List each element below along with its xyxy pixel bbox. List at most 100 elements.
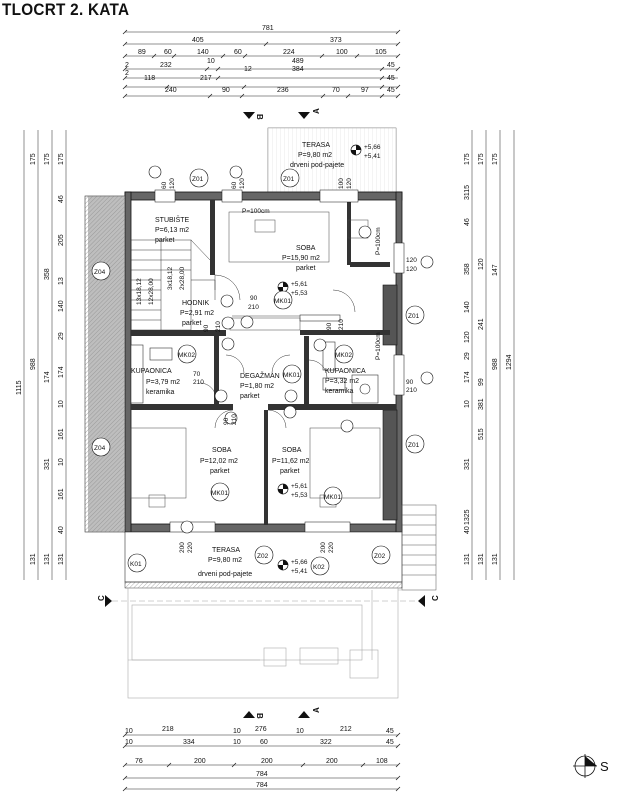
tag-z01: Z01: [192, 176, 204, 183]
dim-right: 1294: [506, 354, 513, 370]
section-marker-c-left: C: [97, 595, 112, 607]
tag-mk02: MK02: [178, 352, 195, 359]
dim-top-right-half: 373: [330, 37, 342, 44]
svg-text:90: 90: [223, 417, 230, 425]
svg-text:90: 90: [203, 324, 210, 332]
tag-z04: Z04: [94, 445, 106, 452]
svg-text:P=1,80 m2: P=1,80 m2: [240, 383, 274, 390]
dim-top-seg: 2: [125, 62, 129, 69]
svg-text:+5,41: +5,41: [364, 153, 381, 160]
dim-top-seg: 45: [387, 75, 395, 82]
section-marker-a-bottom: A: [298, 707, 321, 718]
svg-text:+5,66: +5,66: [364, 144, 381, 151]
dim-left: 175: [44, 153, 51, 165]
svg-text:P=9,80 m2: P=9,80 m2: [298, 152, 332, 159]
svg-text:120: 120: [406, 266, 417, 273]
compass-label: S: [600, 759, 609, 774]
svg-text:210: 210: [248, 304, 259, 311]
dim-right: 29: [464, 352, 471, 360]
dim-right: 515: [478, 428, 485, 440]
section-marker-c-right: C: [418, 595, 440, 607]
svg-text:parket: parket: [155, 237, 175, 244]
dim-bottom: 45: [386, 728, 394, 735]
dim-left: 358: [44, 268, 51, 280]
dim-bottom: 784: [256, 782, 268, 789]
dim-right: 1325: [464, 509, 471, 525]
ground-floor-outline: [127, 587, 420, 699]
parapet-note: P=100cm: [375, 227, 382, 255]
left-dimension-chain: [23, 130, 67, 580]
svg-text:parket: parket: [296, 265, 316, 272]
tag-z04: Z04: [94, 269, 106, 276]
stair-note: 13x18,12: [136, 278, 143, 305]
tag-k01: K01: [130, 561, 142, 568]
svg-text:+5,61: +5,61: [291, 281, 308, 288]
svg-text:60: 60: [161, 181, 168, 189]
dim-left: 331: [44, 458, 51, 470]
dim-left: 131: [44, 553, 51, 565]
terrace-stairs-right: [401, 504, 437, 591]
svg-text:90: 90: [326, 322, 333, 330]
room-soba-southwest: SOBA P=12,02 m2 parket: [200, 447, 238, 475]
svg-text:220: 220: [328, 542, 335, 553]
dim-left: 10: [58, 458, 65, 466]
svg-text:210: 210: [215, 321, 222, 332]
dim-right: 174: [464, 371, 471, 383]
room-terasa-north: TERASA P=9,80 m2 drveni pod-pajete: [290, 142, 344, 169]
dim-left: 1115: [16, 380, 23, 395]
svg-text:drveni pod-pajete: drveni pod-pajete: [290, 162, 344, 169]
dim-left: 46: [58, 195, 65, 203]
dim-left: 131: [58, 553, 65, 565]
svg-text:STUBIŠTE: STUBIŠTE: [155, 215, 190, 224]
dim-right: 241: [478, 318, 485, 330]
svg-text:+5,53: +5,53: [291, 290, 308, 297]
section-marker-a-top: A: [298, 108, 321, 119]
dim-top-seg: 240: [165, 87, 177, 94]
tag-mk01: MK01: [283, 372, 300, 379]
dim-top-seg: 45: [387, 62, 395, 69]
tag-z01: Z01: [408, 442, 420, 449]
dim-top-seg: 217: [200, 75, 212, 82]
svg-text:P=11,62 m2: P=11,62 m2: [272, 458, 310, 465]
svg-text:parket: parket: [210, 468, 230, 475]
svg-text:+5,66: +5,66: [291, 559, 308, 566]
svg-text:DEGAŽMAN: DEGAŽMAN: [240, 371, 280, 380]
dim-top-seg: 232: [160, 62, 172, 69]
dim-right: 175: [478, 153, 485, 165]
opening-tags: [91, 165, 434, 576]
opening-dimension-labels: 60 120 60 120 100 120 90 210 90 210 70 2…: [161, 178, 417, 553]
room-kupaonica-east: KUPAONICA P=3,32 m2 keramika: [325, 368, 366, 395]
room-stubiste: STUBIŠTE P=6,13 m2 parket: [155, 215, 190, 244]
parapet-note: P=100cm: [375, 332, 382, 360]
svg-text:P=9,80 m2: P=9,80 m2: [208, 557, 242, 564]
dim-bottom: 200: [261, 758, 273, 765]
svg-text:HODNIK: HODNIK: [182, 300, 210, 307]
svg-text:B: B: [255, 713, 264, 719]
tag-mk01: MK01: [324, 494, 341, 501]
dim-left: 988: [30, 358, 37, 370]
dim-top-seg: 2: [125, 70, 129, 77]
dim-bottom: 10: [125, 728, 133, 735]
dim-right: 147: [492, 264, 499, 276]
dim-left: 40: [58, 526, 65, 534]
dim-bottom: 200: [326, 758, 338, 765]
dim-top-seg: 140: [197, 49, 209, 56]
dim-top-seg: 118: [144, 75, 155, 82]
dim-bottom: 10: [233, 728, 241, 735]
svg-text:120: 120: [239, 178, 246, 189]
staircase: [130, 239, 216, 331]
svg-text:60: 60: [231, 181, 238, 189]
dim-left: 205: [58, 234, 65, 246]
room-terasa-south: TERASA P=9,80 m2 drveni pod-pajete: [198, 547, 252, 578]
svg-text:210: 210: [338, 319, 345, 330]
dim-top-seg: 105: [375, 49, 387, 56]
svg-text:210: 210: [193, 379, 204, 386]
svg-text:KUPAONICA: KUPAONICA: [325, 368, 366, 375]
dim-left: 140: [58, 300, 65, 312]
dim-bottom: 60: [260, 739, 268, 746]
svg-text:220: 220: [187, 542, 194, 553]
tag-z01: Z01: [408, 313, 420, 320]
svg-text:SOBA: SOBA: [296, 245, 316, 252]
dim-right: 120: [478, 258, 485, 270]
